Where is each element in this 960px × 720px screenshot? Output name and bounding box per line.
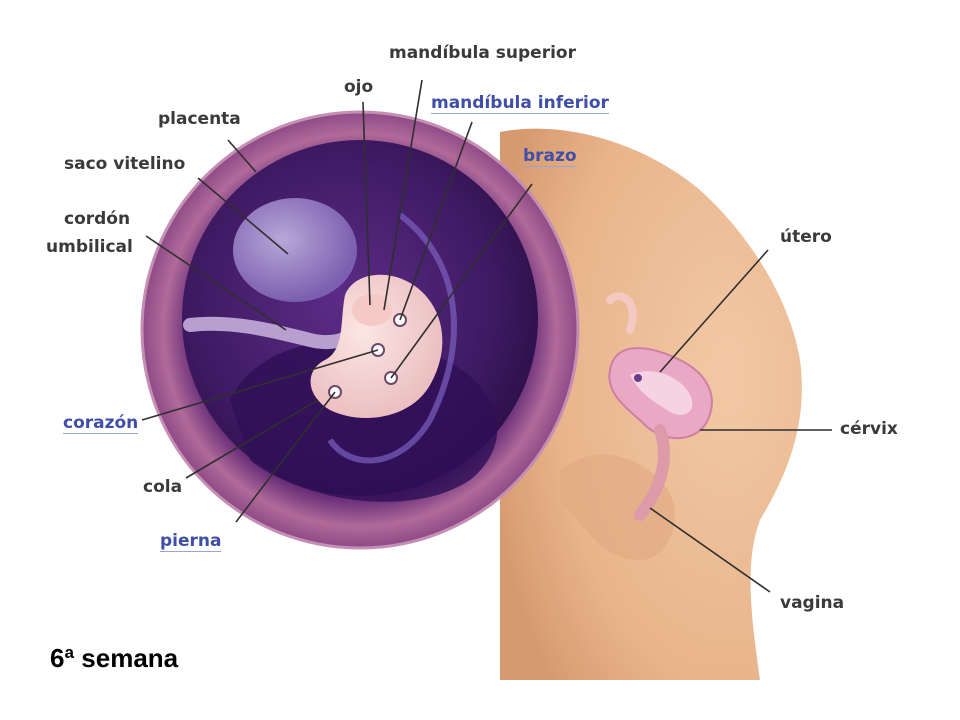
leader-ojo bbox=[362, 101, 371, 306]
week-caption: 6ª semana bbox=[50, 643, 179, 673]
label-corazon[interactable]: corazón bbox=[63, 413, 139, 434]
label-brazo[interactable]: brazo bbox=[523, 146, 577, 167]
leader-placenta bbox=[227, 139, 257, 173]
leader-utero bbox=[659, 249, 769, 373]
leader-vagina bbox=[649, 507, 771, 593]
leader-mandibula-superior bbox=[383, 79, 423, 311]
leader-lines bbox=[141, 79, 832, 593]
leader-brazo bbox=[390, 183, 533, 379]
leader-mandibula-inferior bbox=[399, 121, 473, 321]
label-pierna[interactable]: pierna bbox=[160, 531, 222, 552]
leader-corazon bbox=[141, 349, 379, 421]
label-cordon-line1: cordón bbox=[64, 209, 131, 229]
label-placenta: placenta bbox=[158, 109, 241, 129]
label-ojo: ojo bbox=[344, 77, 374, 97]
leader-saco-vitelino bbox=[197, 177, 289, 255]
leader-pierna bbox=[235, 391, 336, 523]
label-mandibula-inferior[interactable]: mandíbula inferior bbox=[431, 93, 609, 114]
leader-cordon-umbilical bbox=[145, 235, 287, 331]
label-vagina: vagina bbox=[780, 593, 845, 613]
leader-cola bbox=[185, 399, 319, 479]
label-utero: útero bbox=[780, 227, 832, 247]
label-cola: cola bbox=[143, 477, 183, 497]
label-cordon-line2: umbilical bbox=[46, 237, 133, 257]
label-mandibula-superior: mandíbula superior bbox=[389, 43, 576, 63]
label-cervix: cérvix bbox=[840, 419, 898, 439]
uterus-marker bbox=[634, 374, 642, 382]
label-saco-vitelino: saco vitelino bbox=[64, 154, 186, 174]
uterus bbox=[606, 292, 713, 521]
yolk-sac bbox=[233, 198, 357, 302]
